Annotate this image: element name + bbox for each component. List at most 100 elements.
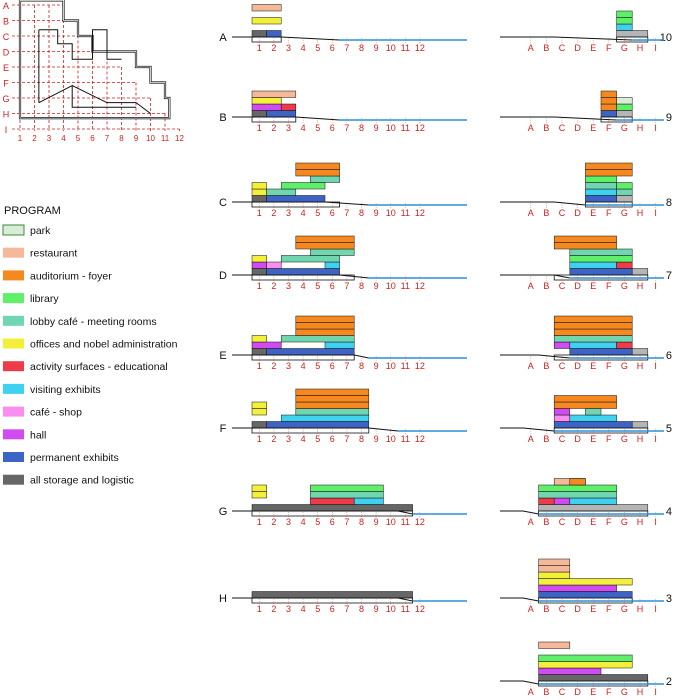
grid-axis-label: 6 bbox=[330, 517, 335, 527]
program-block-library bbox=[585, 175, 617, 183]
grid-axis-label: 5 bbox=[315, 281, 320, 291]
key-plan-row-label: H bbox=[3, 110, 10, 120]
grid-axis-label: 6 bbox=[330, 604, 335, 614]
legend-label-visiting: visiting exhibits bbox=[30, 384, 101, 396]
program-block-permanent bbox=[266, 268, 340, 276]
grid-axis-label: C bbox=[559, 43, 566, 53]
ground-line bbox=[500, 427, 555, 432]
program-block-visiting bbox=[569, 497, 617, 505]
grid-axis-label: 7 bbox=[344, 604, 349, 614]
foundation-outline bbox=[251, 597, 414, 604]
program-block-offices bbox=[251, 182, 267, 190]
grid-axis-label: 9 bbox=[374, 208, 379, 218]
program-block-offices bbox=[538, 571, 571, 579]
program-block-lobby bbox=[266, 188, 297, 196]
key-plan-row-label: C bbox=[3, 32, 10, 42]
grid-axis-label: 5 bbox=[315, 361, 320, 371]
grid-axis-label: 10 bbox=[386, 43, 396, 53]
grid-axis-label: F bbox=[606, 123, 612, 133]
foundation-outline bbox=[251, 36, 282, 43]
program-block-lobby bbox=[585, 182, 617, 190]
legend-swatch-storage bbox=[3, 474, 24, 485]
grid-axis-label: I bbox=[654, 281, 657, 291]
grid-axis-label: I bbox=[654, 208, 657, 218]
program-block-lobby bbox=[538, 491, 617, 499]
program-block-storage_light bbox=[616, 30, 649, 38]
section-label: 6 bbox=[666, 350, 672, 362]
program-block-permanent bbox=[266, 195, 326, 203]
grid-axis-label: H bbox=[637, 281, 644, 291]
grid-axis-label: E bbox=[590, 434, 596, 444]
foundation-outline bbox=[251, 427, 370, 434]
grid-axis-label: A bbox=[528, 361, 534, 371]
grid-axis-label: 1 bbox=[257, 434, 262, 444]
legend-label-offices: offices and nobel administration bbox=[30, 339, 178, 351]
program-block-storage bbox=[251, 110, 267, 118]
legend-swatch-offices bbox=[3, 338, 24, 349]
grid-axis-label: A bbox=[528, 604, 534, 614]
key-plan-col-label: 12 bbox=[175, 134, 184, 143]
program-block-auditorium bbox=[585, 162, 633, 170]
legend-swatch-library bbox=[3, 293, 24, 304]
program-block-library bbox=[538, 484, 617, 492]
legend-label-permanent: permanent exhibits bbox=[30, 452, 119, 464]
program-block-auditorium bbox=[553, 242, 617, 250]
grid-axis-label: 6 bbox=[330, 434, 335, 444]
grid-axis-label: 12 bbox=[415, 208, 425, 218]
grid-axis-label: B bbox=[543, 434, 549, 444]
program-block-storage_light bbox=[538, 504, 649, 512]
ground-line bbox=[500, 597, 539, 602]
grid-axis-label: C bbox=[559, 517, 566, 527]
ground-line bbox=[500, 116, 617, 121]
grid-axis-label: 7 bbox=[344, 123, 349, 133]
program-block-hall bbox=[538, 584, 617, 592]
grid-axis-label: 12 bbox=[415, 434, 425, 444]
section-label: E bbox=[219, 350, 226, 362]
key-plan-row-label: D bbox=[3, 48, 10, 58]
program-block-permanent bbox=[538, 591, 633, 599]
program-block-park bbox=[616, 97, 633, 105]
key-plan-col-label: 6 bbox=[90, 134, 95, 143]
key-plan-col-label: 1 bbox=[18, 134, 23, 143]
program-block-offices bbox=[251, 17, 282, 25]
program-block-visiting bbox=[569, 414, 617, 422]
program-block-permanent bbox=[585, 195, 617, 203]
foundation-outline bbox=[251, 201, 340, 208]
grid-axis-label: C bbox=[559, 687, 566, 697]
grid-axis-label: B bbox=[543, 43, 549, 53]
grid-axis-label: 9 bbox=[374, 281, 379, 291]
key-plan-col-label: 2 bbox=[32, 134, 37, 143]
key-plan-ramp-line bbox=[71, 85, 151, 114]
grid-axis-label: 9 bbox=[374, 517, 379, 527]
ground-line bbox=[500, 36, 633, 41]
grid-axis-label: D bbox=[574, 208, 581, 218]
program-block-library bbox=[280, 182, 326, 190]
ground-line bbox=[232, 510, 413, 515]
grid-axis-label: C bbox=[559, 434, 566, 444]
grid-axis-label: B bbox=[543, 517, 549, 527]
program-block-auditorium bbox=[295, 328, 355, 336]
key-plan-row-label: G bbox=[2, 94, 9, 104]
grid-axis-label: E bbox=[590, 43, 596, 53]
program-block-auditorium bbox=[295, 162, 340, 170]
grid-axis-label: 4 bbox=[301, 281, 306, 291]
grid-axis-label: 3 bbox=[286, 604, 291, 614]
grid-axis-label: F bbox=[606, 604, 612, 614]
key-plan-col-label: 9 bbox=[134, 134, 139, 143]
foundation-outline bbox=[251, 116, 297, 123]
grid-axis-label: 8 bbox=[359, 43, 364, 53]
program-block-restaurant bbox=[538, 558, 571, 566]
grid-axis-label: 10 bbox=[386, 208, 396, 218]
program-block-library bbox=[616, 17, 633, 25]
grid-axis-label: E bbox=[590, 604, 596, 614]
grid-axis-label: A bbox=[528, 281, 534, 291]
grid-axis-label: 12 bbox=[415, 123, 425, 133]
grid-axis-label: 1 bbox=[257, 517, 262, 527]
grid-axis-label: 4 bbox=[301, 434, 306, 444]
section-label: 4 bbox=[666, 506, 672, 518]
